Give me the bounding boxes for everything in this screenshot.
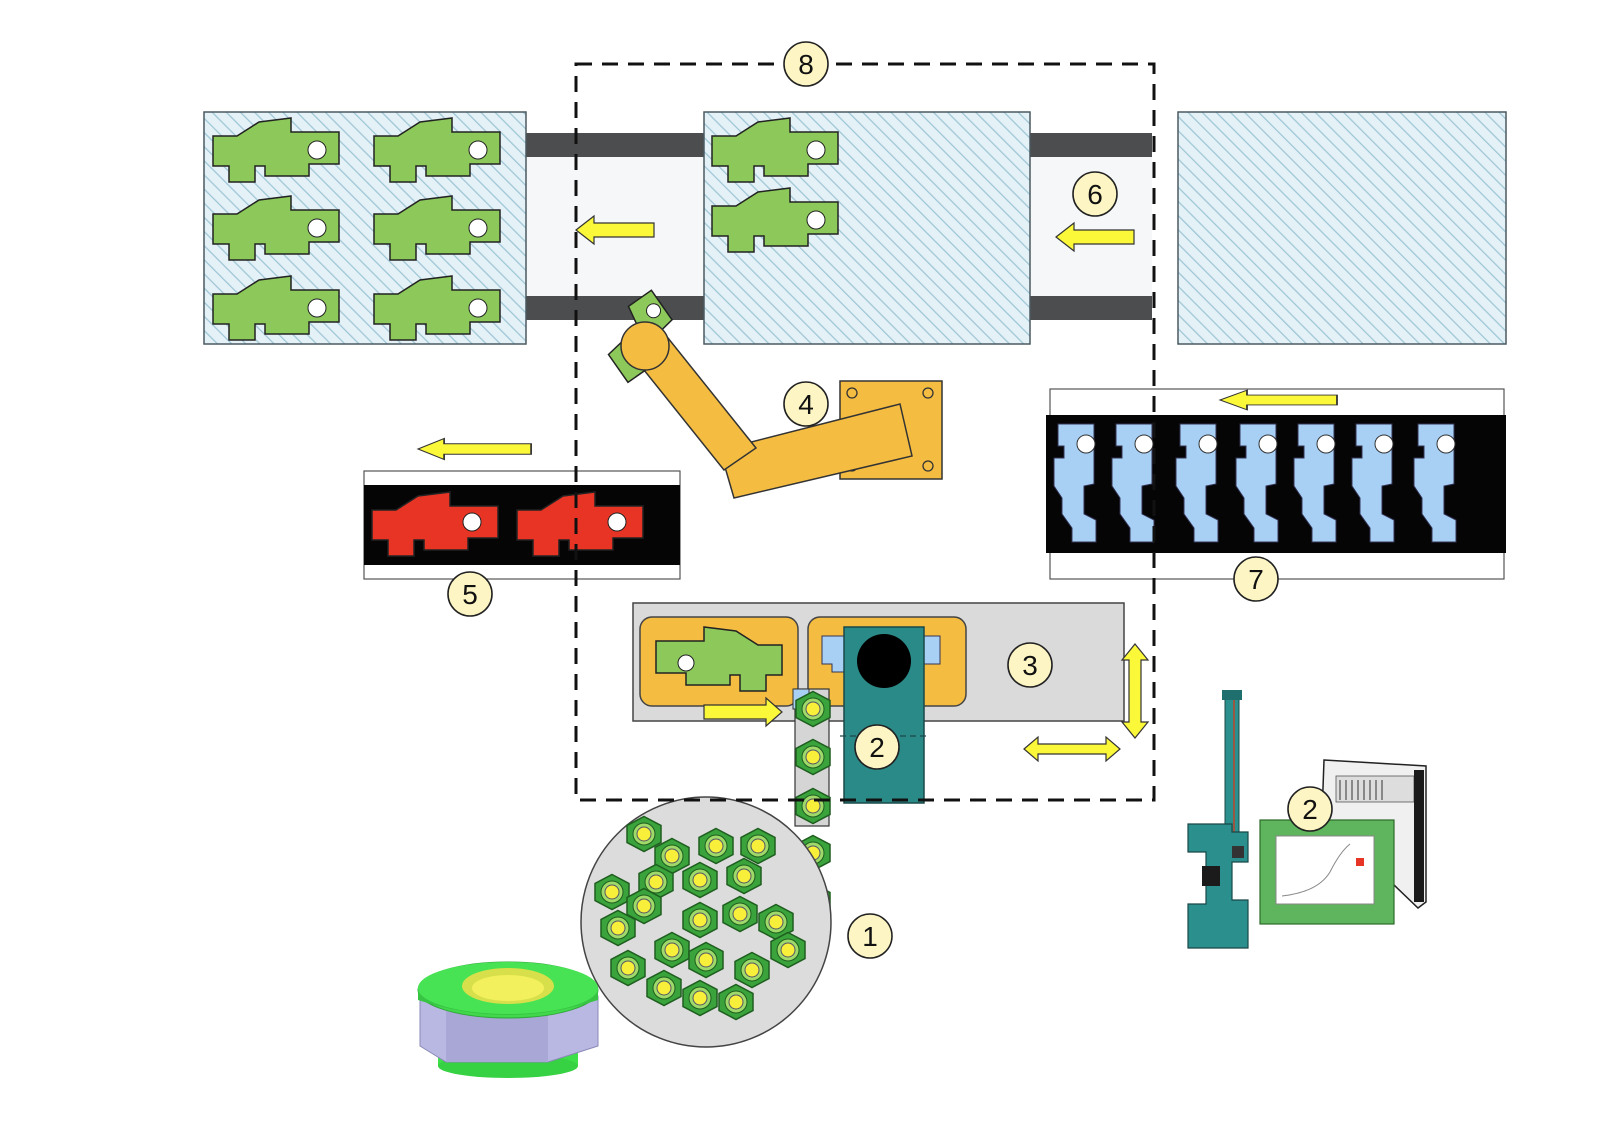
safety-zone-boundary: [574, 62, 1156, 802]
flow-arrow-left-icon: [417, 437, 532, 461]
shuttle-arrow-right-icon: [703, 696, 783, 728]
badge-safety-zone: 8: [783, 41, 829, 87]
raw-part-icon: [1111, 423, 1155, 543]
bracket-part-icon: [373, 195, 501, 261]
badge-shuttle-table: 3: [1007, 642, 1053, 688]
bracket-part-icon: [373, 117, 501, 183]
reject-part-icon: [371, 491, 499, 557]
bracket-part-icon: [212, 275, 340, 341]
finished-parts-left-pallet: [212, 117, 501, 341]
pallet-right: [1177, 111, 1507, 345]
reject-conveyor: [363, 437, 681, 580]
badge-label: 5: [462, 579, 478, 610]
badge-infeed-conveyor: 7: [1233, 556, 1279, 602]
bracket-part-icon: [373, 275, 501, 341]
badge-label: 6: [1087, 179, 1103, 210]
badge-label: 7: [1248, 564, 1264, 595]
raw-part-icon: [1351, 423, 1395, 543]
raw-part-icon: [1235, 423, 1279, 543]
bracket-part-icon: [655, 626, 783, 692]
press-punch: [857, 634, 911, 688]
bracket-part-icon: [212, 117, 340, 183]
badge-label: 2: [869, 732, 885, 763]
shuttle-arrow-horizontal-icon: [1023, 735, 1121, 763]
badge-label: 3: [1022, 650, 1038, 681]
raw-part-icon: [1293, 423, 1337, 543]
robot-lower-arm: [719, 403, 913, 499]
pallet-conveyor: [203, 111, 1507, 345]
badge-label: 8: [798, 49, 814, 80]
robot-wrist: [620, 321, 670, 371]
bracket-part-icon: [711, 187, 839, 253]
controller-icon: [1259, 759, 1427, 925]
badge-pallet-conveyor: 6: [1072, 171, 1118, 217]
badge-reject-conveyor: 5: [447, 571, 493, 617]
infeed-conveyor: [1046, 388, 1506, 580]
press-station: [840, 626, 930, 804]
nut-3d-icon: [417, 961, 599, 1078]
press-icon: [1187, 690, 1249, 949]
badge-label: 4: [798, 389, 814, 420]
raw-part-icon: [1175, 423, 1219, 543]
bowl-feeder: [580, 796, 832, 1048]
finished-parts-middle-pallet: [711, 117, 839, 253]
bracket-part-icon: [711, 117, 839, 183]
badge-controller: 2: [1287, 786, 1333, 832]
raw-part-icon: [1053, 423, 1097, 543]
shuttle-arrow-vertical-icon: [1120, 643, 1150, 739]
badge-feeder: 1: [847, 913, 893, 959]
badge-robot: 4: [783, 381, 829, 427]
bracket-part-icon: [212, 195, 340, 261]
badge-label: 1: [862, 921, 878, 952]
raw-part-icon: [1413, 423, 1457, 543]
nut-feed-track: [792, 688, 831, 920]
robot-arm-icon: [607, 289, 943, 499]
badge-press-station: 2: [854, 724, 900, 770]
reject-part-icon: [516, 491, 644, 557]
badge-label: 2: [1302, 794, 1318, 825]
